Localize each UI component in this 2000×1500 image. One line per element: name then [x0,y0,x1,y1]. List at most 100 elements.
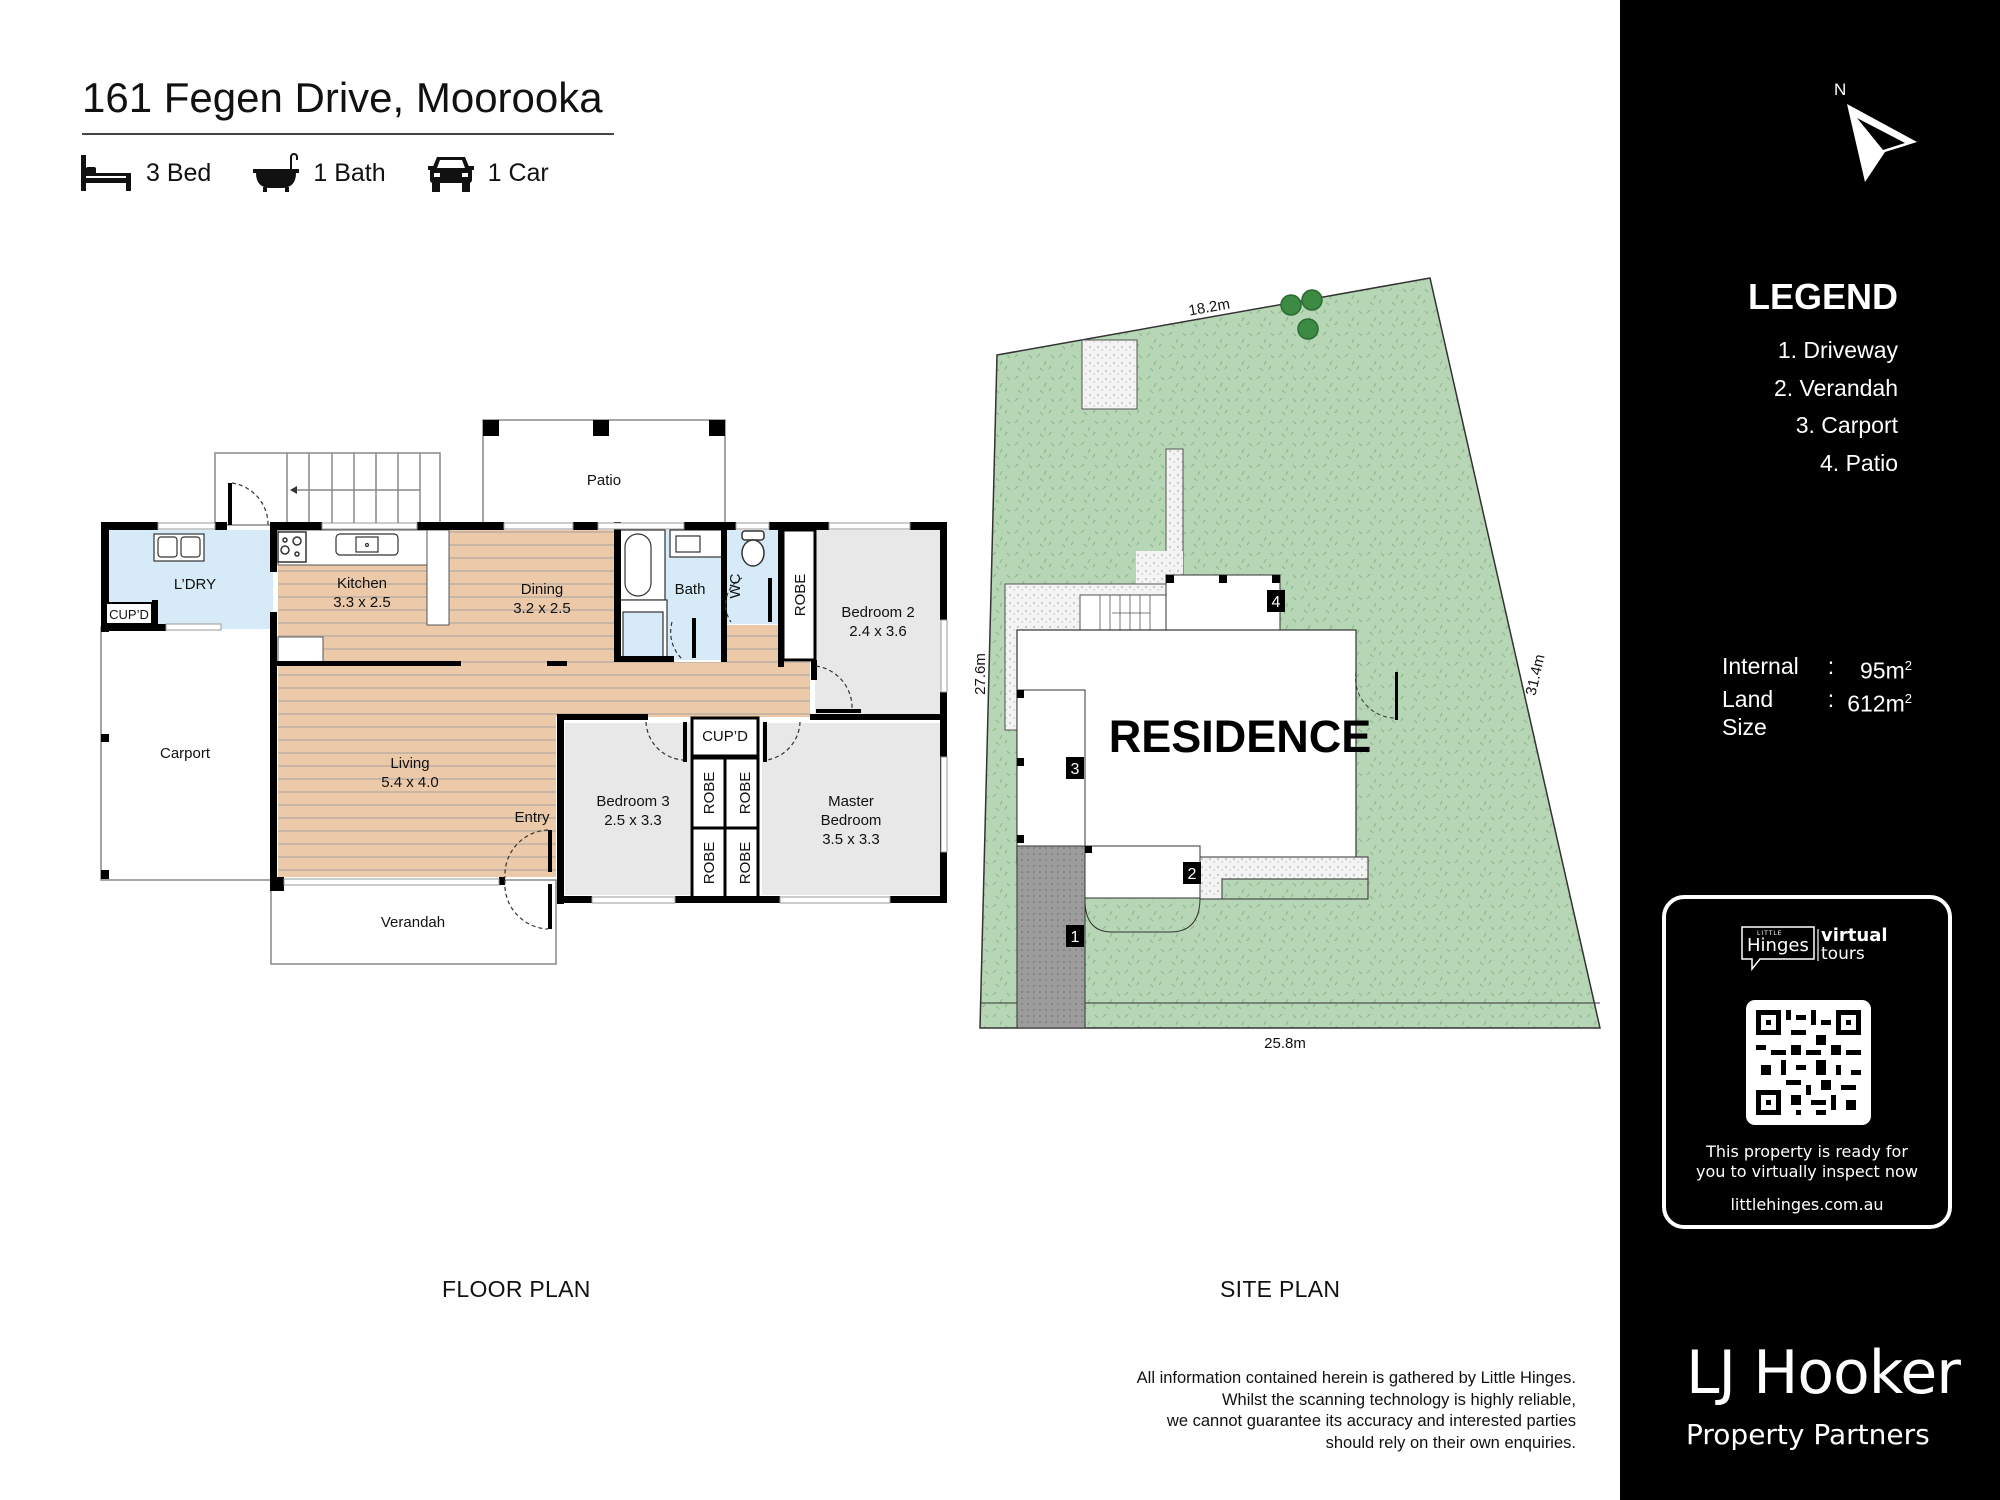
agency-logo: LJ Hooker [1686,1338,1961,1408]
property-address-title: 161 Fegen Drive, Moorooka [82,74,603,121]
qr-code[interactable] [1746,1000,1871,1125]
area-unit: 2 [1904,658,1912,673]
label-laundry: L’DRY [174,576,216,593]
label-living: Living [390,755,429,772]
area-unit: 2 [1904,690,1912,706]
area-label: Land Size [1722,685,1774,740]
carport: Carport [100,626,274,881]
label-bath: Bath [675,581,706,598]
north-label: N [1834,80,1847,99]
area-colon: : [1827,685,1835,712]
disclaimer: All information contained herein is gath… [1056,1368,1576,1454]
bed-icon [81,155,131,191]
qr-code-icon [1756,1010,1861,1115]
site-plan-caption: SITE PLAN [1220,1276,1341,1302]
label-dining: Dining [521,581,564,598]
dimension-right: 31.4m [1523,653,1549,697]
marker-2: 2 [1188,866,1197,883]
label-robe: ROBE [737,772,754,815]
site-plan: RESIDENCE 3 1 2 4 18.2m 27.6m 31.4m 25.8… [972,277,1601,1052]
label-wc: WC [727,573,744,598]
dimension-left: 27.6m [972,653,989,695]
area-internal: Internal : 95m2 [1722,652,1912,685]
trees [1280,289,1323,340]
dimension-top: 18.2m [1187,296,1231,320]
feature-car: 1 Car [427,153,549,193]
cooktop-icon [277,531,307,563]
residence-label: RESIDENCE [1109,711,1372,762]
north-arrow-icon [1847,104,1917,182]
sidebar [1620,0,2000,1500]
label-living-size: 5.4 x 4.0 [381,774,439,791]
disclaimer-line: All information contained herein is gath… [1136,1369,1576,1387]
label-laundry-cupboard: CUP’D [109,607,149,622]
feature-bath-label: 1 Bath [313,158,386,187]
area-colon: : [1827,653,1835,679]
label-entry: Entry [514,809,550,826]
vt-text-line: This property is ready for [1706,1142,1908,1161]
label-bedroom2: Bedroom 2 [841,604,914,621]
label-master-size: 3.5 x 3.3 [822,831,880,848]
legend-item-patio: 4. Patio [1820,449,1898,476]
stairs [214,452,441,526]
dimension-bottom: 25.8m [1264,1035,1306,1052]
walls [101,483,947,929]
legend-item-driveway: 1. Driveway [1777,337,1898,363]
label-bedroom3-size: 2.5 x 3.3 [604,812,662,829]
bedroom2-floor [815,530,943,717]
label-master-1: Master [828,793,874,810]
legend-item-carport: 3. Carport [1795,412,1898,438]
plans-canvas: Patio Carport Verandah [100,277,1601,1052]
marker-1: 1 [1071,929,1080,946]
marker-4: 4 [1272,594,1281,611]
label-robe: ROBE [701,772,718,815]
laundry-sink-icon [153,533,205,562]
label-patio: Patio [587,472,621,489]
label-robe: ROBE [737,842,754,885]
toilet-icon [741,530,765,567]
speech-bubble-icon [1741,926,1819,972]
label-bedroom2-size: 2.4 x 3.6 [849,623,907,640]
brand-virtual: virtual [1821,925,1888,946]
patio: Patio [482,419,726,526]
label-bedroom3: Bedroom 3 [596,793,669,810]
label-robe-bed2: ROBE [792,574,809,617]
little-hinges-logo [1740,925,1890,975]
brand-little: LITTLE [1757,930,1783,937]
area-value: 95m [1860,657,1905,684]
area-land: Land Size : 612m2 [1722,685,1912,741]
virtual-tour-card[interactable] [1662,895,1952,1229]
brand-hinges: Hinges [1747,935,1809,956]
title-divider [82,133,614,135]
bathtub-icon [253,153,300,192]
floor-plan-caption: FLOOR PLAN [442,1276,591,1302]
disclaimer-line: Whilst the scanning technology is highly… [1221,1390,1576,1409]
area-summary: Internal : 95m2 Land Size : 612m2 [1722,652,1912,741]
disclaimer-line: should rely on their own enquiries. [1325,1433,1576,1452]
bathtub-fixture [619,529,668,661]
label-master-2: Bedroom [821,812,882,829]
label-verandah: Verandah [381,914,445,931]
basin-icon [669,529,724,558]
door-swings [231,482,853,930]
area-value: 612m [1847,690,1905,717]
label-kitchen: Kitchen [337,575,387,592]
legend-item-verandah: 2. Verandah [1773,374,1898,401]
label-carport: Carport [160,745,211,762]
windows [157,522,948,904]
legend-title: LEGEND [1747,276,1898,317]
legend-list: 1. Driveway 2. Verandah 3. Carport 4. Pa… [1774,332,1898,482]
vt-text-line: you to virtually inspect now [1696,1162,1918,1181]
agency-office: Property Partners [1686,1418,1930,1451]
feature-bed: 3 Bed [80,155,211,191]
marker-3: 3 [1071,761,1080,778]
feature-bed-label: 3 Bed [146,158,212,187]
virtual-tour-url[interactable]: littlehinges.com.au [1730,1195,1884,1214]
master-floor [762,723,942,895]
area-label: Internal [1722,653,1799,679]
label-robe: ROBE [701,842,718,885]
feature-bath: 1 Bath [253,153,386,193]
label-hall-cupboard: CUP’D [702,728,748,745]
feature-car-label: 1 Car [487,158,549,187]
floor-plan: Patio Carport Verandah [100,419,948,965]
